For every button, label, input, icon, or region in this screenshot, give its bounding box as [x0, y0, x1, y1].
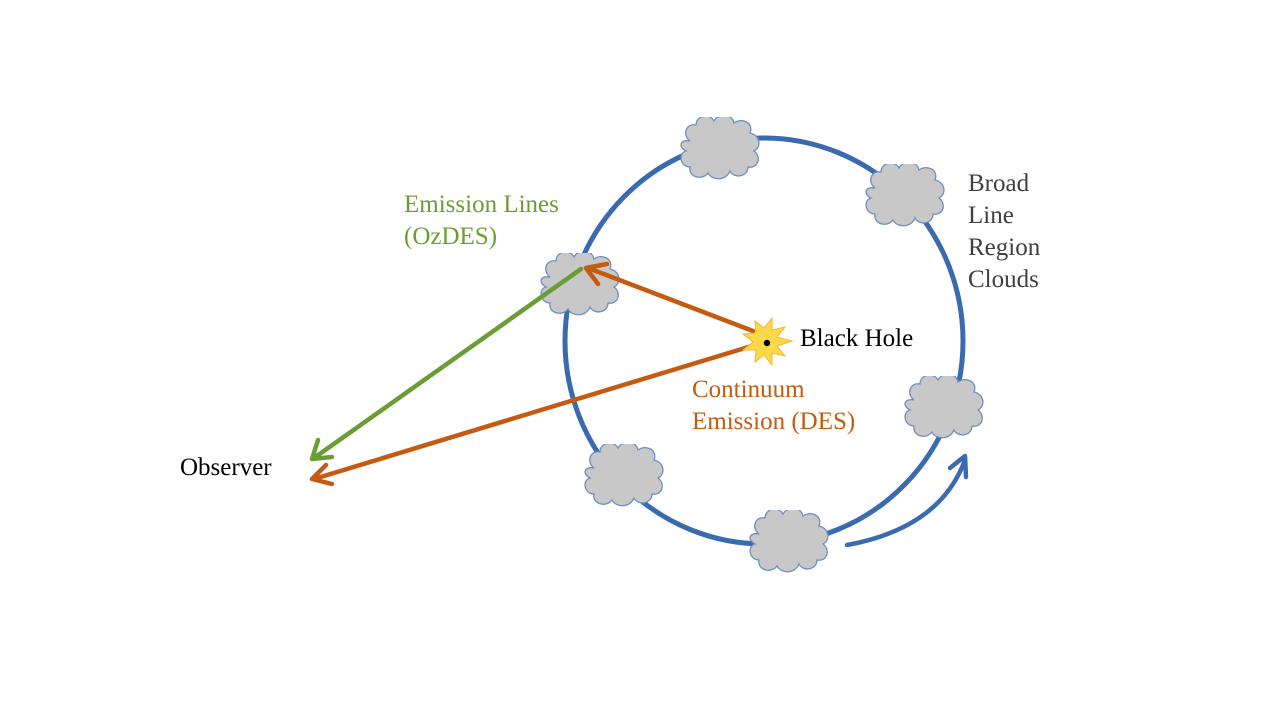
emission-lines-label: Emission Lines (OzDES)	[404, 189, 559, 253]
broad-line-region-label: Broad Line Region Clouds	[968, 168, 1040, 296]
curved-arrow-icon	[844, 453, 969, 548]
black-hole-dot	[763, 339, 771, 347]
observer-text: Observer	[180, 454, 272, 481]
continuum-to-observer-arrow	[309, 342, 758, 487]
cloud-icon	[865, 164, 945, 227]
continuum-line-1: Continuum	[692, 376, 805, 403]
blr-line-2: Line	[968, 202, 1014, 229]
starburst-icon	[741, 316, 794, 367]
emission-lines-line-1: Emission Lines	[404, 191, 559, 218]
observer-label: Observer	[180, 452, 272, 484]
continuum-emission-label: Continuum Emission (DES)	[692, 374, 855, 438]
black-hole-label: Black Hole	[800, 323, 913, 355]
continuum-to-cloud-arrow	[583, 261, 756, 334]
emission-line-arrow	[309, 266, 584, 462]
emission-lines-line-2: (OzDES)	[404, 223, 498, 250]
cloud-icon	[540, 253, 620, 316]
blr-line-3: Region	[968, 234, 1041, 261]
blr-line-1: Broad	[968, 170, 1030, 197]
cloud-icon	[749, 510, 829, 573]
continuum-line-2: Emission (DES)	[692, 408, 856, 435]
cloud-icon	[680, 117, 760, 180]
cloud-icon	[904, 376, 984, 439]
black-hole-text: Black Hole	[800, 325, 914, 352]
cloud-icon	[584, 444, 664, 507]
blr-line-4: Clouds	[968, 266, 1039, 293]
